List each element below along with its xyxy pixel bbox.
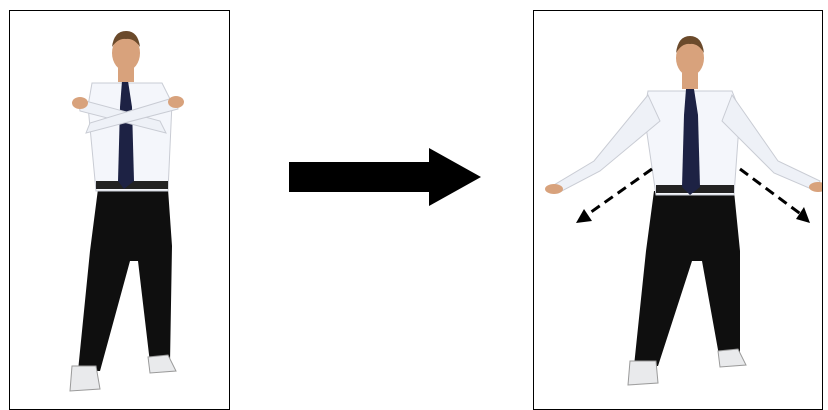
right-hand bbox=[168, 96, 184, 108]
transition-arrow bbox=[289, 148, 481, 206]
start-pose-panel bbox=[9, 10, 230, 410]
right-shoe bbox=[148, 355, 176, 373]
left-arm bbox=[554, 95, 660, 193]
right-arrow-icon bbox=[289, 148, 481, 206]
man-arms-crossed-figure bbox=[10, 11, 230, 410]
left-shoe bbox=[628, 361, 658, 385]
man-arms-out-figure bbox=[534, 11, 823, 410]
pants bbox=[78, 189, 172, 371]
end-pose-panel bbox=[533, 10, 823, 410]
pants bbox=[634, 191, 740, 366]
arrowhead-icon bbox=[796, 207, 810, 223]
right-shoe bbox=[718, 349, 746, 367]
arrowhead-icon bbox=[576, 209, 592, 223]
left-hand bbox=[72, 97, 88, 109]
left-hand bbox=[545, 184, 563, 194]
left-shoe bbox=[70, 366, 100, 391]
